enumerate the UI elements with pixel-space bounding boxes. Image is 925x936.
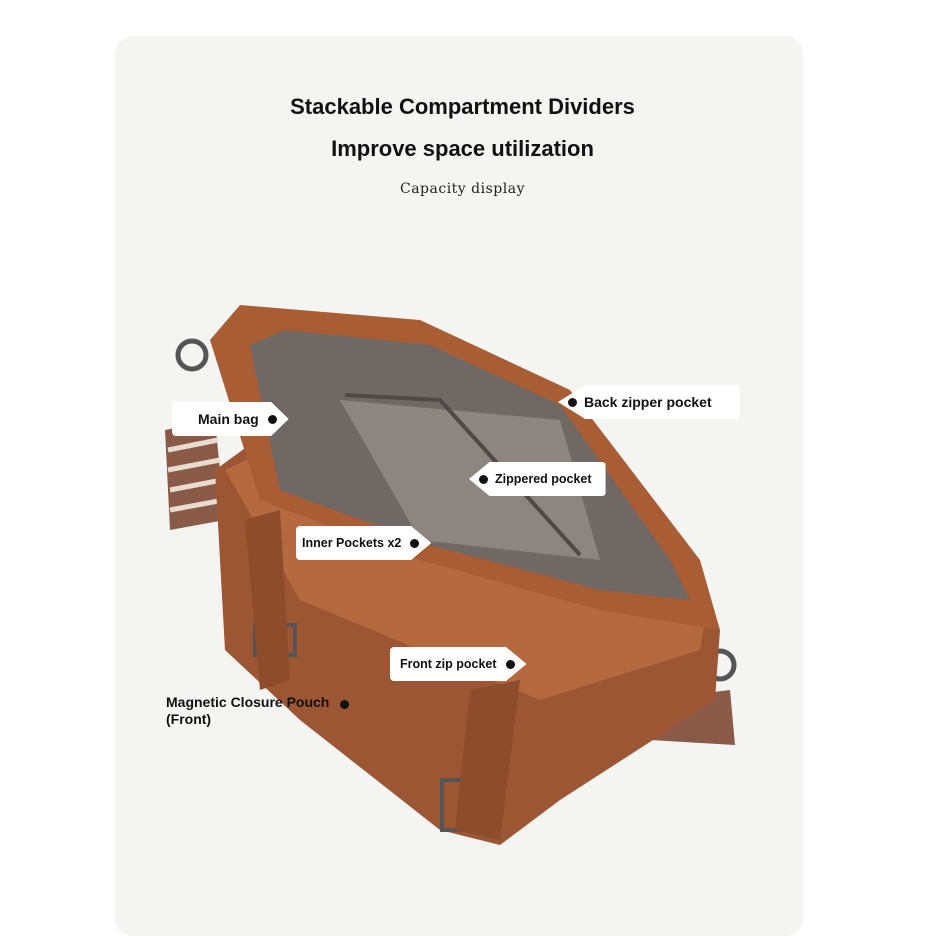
inner-pocket bbox=[340, 400, 600, 560]
page-subtitle: Improve space utilization bbox=[331, 136, 594, 161]
label-text: Main bag bbox=[198, 411, 259, 427]
label-text: (Front) bbox=[166, 711, 212, 727]
page-title: Stackable Compartment Dividers bbox=[290, 94, 635, 119]
hook bbox=[175, 338, 209, 372]
label-text: Front zip pocket bbox=[400, 657, 497, 671]
strap-band bbox=[245, 510, 290, 690]
label-main-bag: Main bag bbox=[172, 402, 289, 436]
label-text: Inner Pockets x2 bbox=[302, 536, 402, 550]
strap-pattern bbox=[167, 437, 225, 513]
label-magnetic-closure-pouch: Magnetic Closure Pouch (Front) bbox=[166, 694, 349, 728]
label-inner-pockets: Inner Pockets x2 bbox=[296, 526, 432, 560]
label-text: Zippered pocket bbox=[495, 472, 592, 486]
label-back-zipper-pocket: Back zipper pocket bbox=[558, 385, 740, 419]
dot-marker bbox=[479, 475, 488, 484]
label-front-zip-pocket: Front zip pocket bbox=[390, 647, 527, 681]
dot-marker bbox=[267, 415, 277, 424]
dot-marker bbox=[568, 398, 577, 407]
label-text: Magnetic Closure Pouch bbox=[166, 694, 330, 710]
dot-marker bbox=[340, 700, 349, 709]
dot-marker bbox=[505, 660, 515, 669]
caption: Capacity display bbox=[400, 181, 525, 197]
zipper bbox=[344, 393, 582, 557]
label-text: Back zipper pocket bbox=[584, 394, 712, 410]
dot-marker bbox=[410, 539, 420, 548]
strap-band bbox=[455, 680, 520, 840]
label-zippered-pocket: Zippered pocket bbox=[469, 462, 606, 496]
